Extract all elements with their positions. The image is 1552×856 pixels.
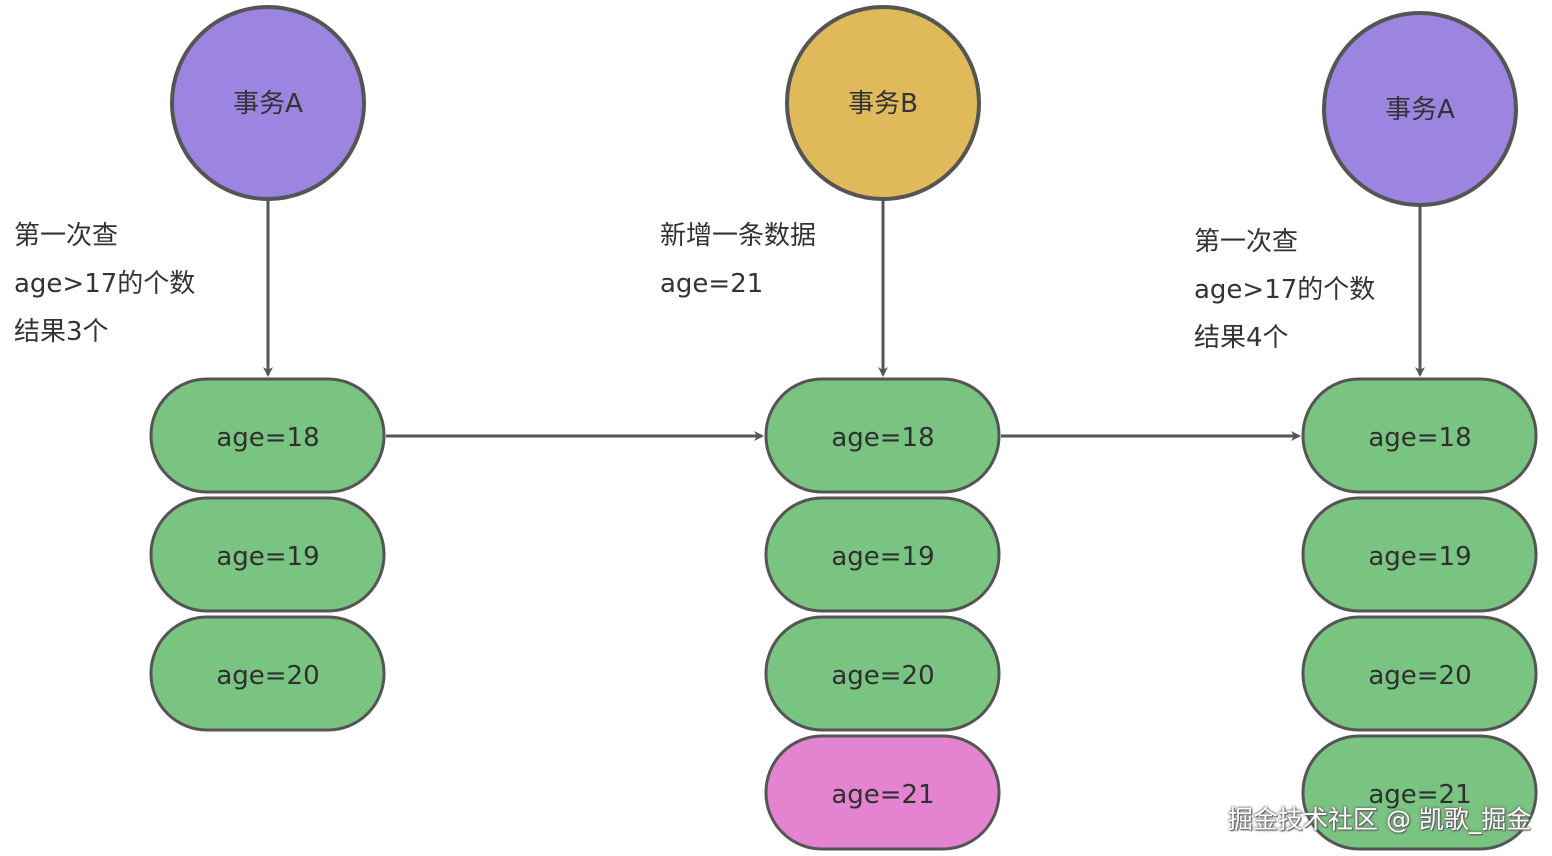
row-pill: age=19 <box>764 496 1001 613</box>
row-label: age=18 <box>831 423 934 453</box>
transaction-label-2: 事务B <box>848 89 918 119</box>
row-pill: age=18 <box>764 377 1001 494</box>
query-note-1: 第一次查 age>17的个数 结果3个 <box>14 221 195 347</box>
note-line: 第一次查 <box>14 221 118 251</box>
row-label: age=19 <box>831 542 934 572</box>
transaction-node-2: 事务B <box>785 5 981 201</box>
row-pill: age=18 <box>1301 377 1538 494</box>
transaction-node-1: 事务A <box>170 5 366 201</box>
column-2: 事务B 新增一条数据 age=21 age=18 age=19 age=20 a… <box>660 5 1001 851</box>
note-line: 结果4个 <box>1194 323 1289 353</box>
row-pill: age=18 <box>149 377 386 494</box>
row-pill: age=19 <box>1301 496 1538 613</box>
note-line: 新增一条数据 <box>660 221 816 251</box>
row-label: age=21 <box>831 780 934 810</box>
query-note-2: 新增一条数据 age=21 <box>660 221 816 299</box>
row-label: age=18 <box>1368 423 1471 453</box>
row-label: age=20 <box>831 661 934 691</box>
row-pill: age=21 <box>1301 734 1538 851</box>
row-label: age=21 <box>1368 780 1471 810</box>
row-pill: age=19 <box>149 496 386 613</box>
watermark: 掘金技术社区 @ 凯歌_掘金 <box>1228 805 1532 834</box>
transaction-node-3: 事务A <box>1322 11 1518 207</box>
note-line: age>17的个数 <box>1194 275 1375 305</box>
row-label: age=19 <box>216 542 319 572</box>
transaction-label-3: 事务A <box>1385 95 1455 125</box>
query-note-3: 第一次查 age>17的个数 结果4个 <box>1194 227 1375 353</box>
note-line: 第一次查 <box>1194 227 1298 257</box>
row-label: age=20 <box>1368 661 1471 691</box>
note-line: age=21 <box>660 269 763 299</box>
new-row-pill: age=21 <box>764 734 1001 851</box>
row-pill: age=20 <box>1301 615 1538 732</box>
row-label: age=20 <box>216 661 319 691</box>
column-3: 事务A 第一次查 age>17的个数 结果4个 age=18 age=19 ag… <box>1194 11 1538 851</box>
note-line: 结果3个 <box>14 317 109 347</box>
row-pill: age=20 <box>149 615 386 732</box>
row-pill: age=20 <box>764 615 1001 732</box>
note-line: age>17的个数 <box>14 269 195 299</box>
column-1: 事务A 第一次查 age>17的个数 结果3个 age=18 age=19 ag… <box>14 5 386 732</box>
transaction-label-1: 事务A <box>233 89 303 119</box>
row-label: age=18 <box>216 423 319 453</box>
row-label: age=19 <box>1368 542 1471 572</box>
